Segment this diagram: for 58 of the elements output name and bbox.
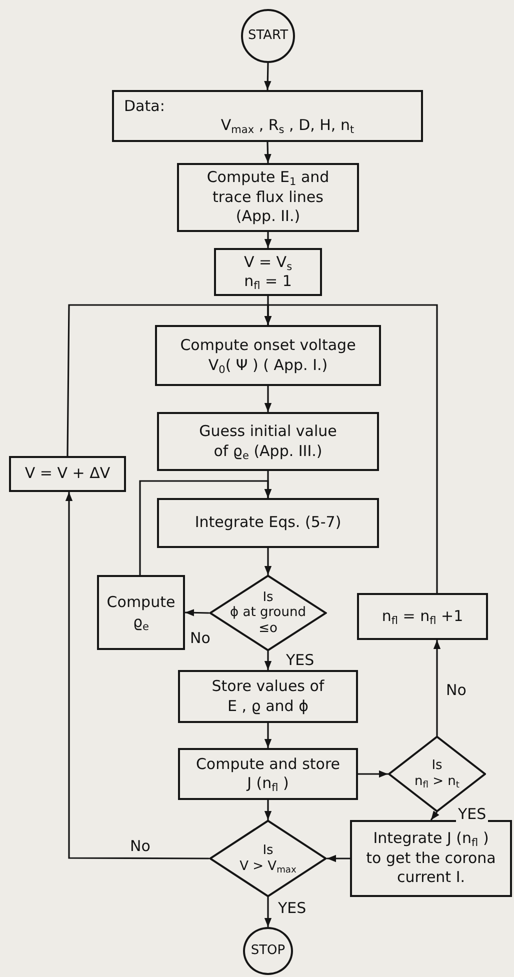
node-text: Compute ϱ$_{e}$ <box>106 593 176 632</box>
edge-label: No <box>444 682 468 698</box>
node-text: Integrate Eqs. (5-7) <box>194 513 342 533</box>
node-text: V$_{max}$ , R$_{s}$ , D, H, n$_{t}$ <box>220 116 354 136</box>
process-box <box>350 820 512 897</box>
arrow <box>430 810 440 820</box>
decision-diamond <box>209 575 327 651</box>
node-text: Guess initial value of ϱ$_{e}$ (App. III.) <box>199 422 337 461</box>
node-text: V = V + ΔV <box>24 464 110 484</box>
arrow <box>264 897 272 927</box>
process-box <box>157 498 379 548</box>
arrow <box>184 609 210 616</box>
edge-label: YES <box>456 806 488 822</box>
process-box <box>155 325 381 386</box>
process-box <box>9 456 126 492</box>
arrow <box>139 480 272 575</box>
node-text: Compute onset voltage V$_{0}$( Ψ ) ( App. I.) <box>180 336 356 375</box>
process-box <box>112 90 423 142</box>
node-text: n$_{fl}$ = n$_{fl}$ +1 <box>382 606 464 626</box>
arrow <box>264 548 272 575</box>
process-box <box>97 575 185 650</box>
arrow <box>264 142 272 164</box>
arrow <box>433 640 441 736</box>
process-box <box>357 593 488 640</box>
node-text: STOP <box>250 942 286 960</box>
node-text: V = V$_{s}$ <box>244 252 292 272</box>
arrow <box>264 386 272 412</box>
edge-label: YES <box>284 652 316 668</box>
node-text: Integrate J (n$_{fl}$ ) to get the corona current I. <box>366 829 496 888</box>
arrow <box>264 304 438 593</box>
node-text: START <box>248 28 288 44</box>
arrow <box>264 800 272 820</box>
process-box <box>214 248 322 296</box>
node-text: Compute E$_{1}$ and trace flux lines (App. II.) <box>206 168 330 227</box>
process-box <box>178 670 358 723</box>
arrow <box>264 232 272 248</box>
node-text: n$_{fl}$ = 1 <box>244 272 292 292</box>
arrow <box>65 492 209 860</box>
decision-diamond <box>209 820 327 897</box>
node-text: Is n$_{fl}$ > n$_{t}$ <box>414 758 460 790</box>
process-box <box>178 748 358 800</box>
node-text: Compute and store J (n$_{fl}$ ) <box>196 754 340 794</box>
node-text: Is ϕ at ground ≤o <box>230 590 306 636</box>
node-text: Store values of E , ϱ and ϕ <box>212 677 324 716</box>
arrow <box>264 62 272 90</box>
edge-label: No <box>188 630 212 646</box>
node-text: Is V > V$_{max}$ <box>240 842 296 874</box>
arrow <box>264 723 272 748</box>
start-circle <box>241 9 295 63</box>
arrow <box>327 854 350 862</box>
stop-circle <box>243 927 293 975</box>
process-box <box>157 412 379 471</box>
process-box <box>177 163 359 232</box>
arrow <box>358 770 388 778</box>
edge-label: YES <box>276 900 308 916</box>
node-text: Data: <box>123 96 165 116</box>
edge-label: No <box>128 838 152 854</box>
arrow <box>264 651 272 670</box>
